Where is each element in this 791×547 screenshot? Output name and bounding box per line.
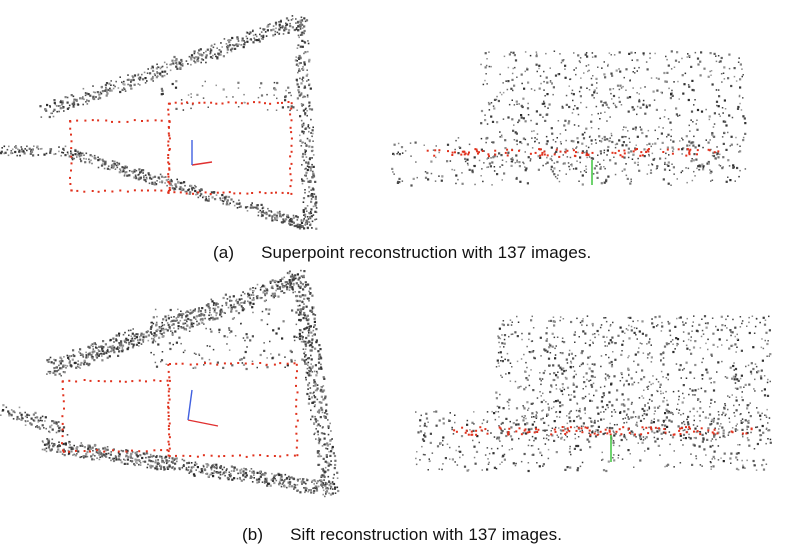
caption-a-label: (a) — [213, 243, 235, 262]
axis-x — [191, 161, 213, 166]
axis-z — [187, 389, 193, 421]
panel-b-side-view — [385, 300, 785, 490]
panel-b-top-view — [0, 268, 345, 520]
panel-a-top-view — [0, 0, 330, 240]
point-cloud-a-top — [0, 15, 318, 230]
caption-a-text: Superpoint reconstruction with 137 image… — [261, 243, 592, 262]
panel-a-side-view — [360, 40, 760, 200]
caption-b-label: (b) — [242, 525, 264, 544]
axis-x — [187, 419, 219, 427]
point-cloud-a-side — [391, 50, 747, 187]
caption-a: (a) Superpoint reconstruction with 137 im… — [213, 243, 591, 263]
caption-b-text: Sift reconstruction with 137 images. — [290, 525, 563, 544]
caption-b: (b) Sift reconstruction with 137 images. — [242, 525, 562, 545]
point-cloud-b-top — [0, 269, 340, 498]
point-cloud-b-side — [415, 315, 772, 473]
